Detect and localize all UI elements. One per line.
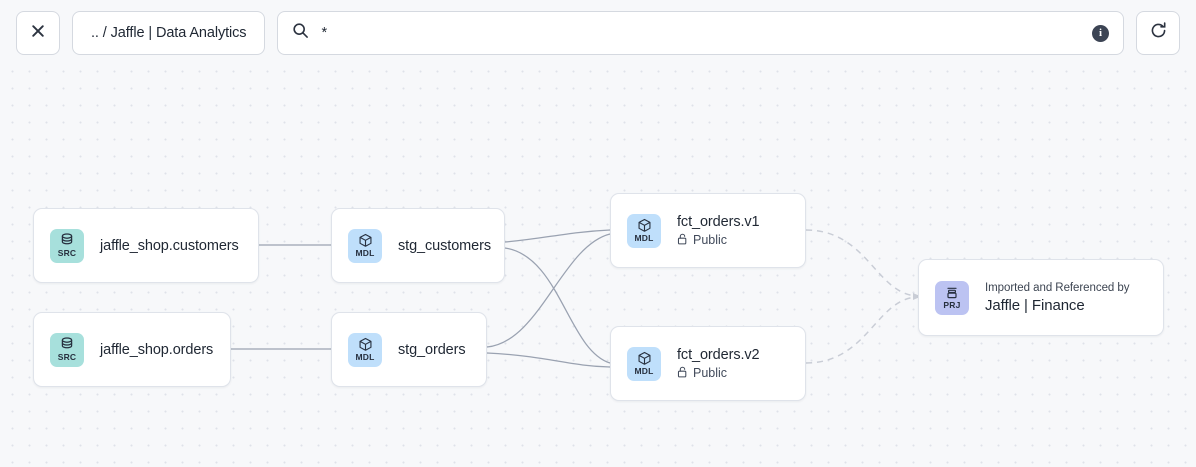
toolbar: .. / Jaffle | Data Analytics i — [0, 0, 1196, 66]
node-fct-orders-v1[interactable]: MDL fct_orders.v1 Public — [610, 193, 806, 268]
node-visibility-label: Public — [693, 233, 728, 247]
badge-label: PRJ — [943, 299, 961, 310]
node-visibility: Public — [677, 233, 760, 248]
badge-label: SRC — [57, 352, 77, 362]
edge-stgc-to-v2 — [504, 247, 611, 364]
node-body: jaffle_shop.customers — [100, 238, 239, 254]
badge-label: MDL — [355, 352, 375, 362]
node-title: jaffle_shop.orders — [100, 341, 214, 358]
badge-src: SRC — [50, 228, 84, 263]
close-icon — [30, 23, 46, 44]
breadcrumb[interactable]: .. / Jaffle | Data Analytics — [72, 11, 266, 55]
node-body: stg_orders — [398, 342, 466, 358]
node-title: Jaffle | Finance — [985, 296, 1085, 314]
info-icon[interactable]: i — [1092, 24, 1109, 42]
edge-v1-to-project — [805, 229, 919, 297]
edge-v2-to-project — [805, 296, 919, 364]
edge-stgo-to-v1 — [486, 233, 611, 348]
node-kicker: Imported and Referenced by — [985, 281, 1130, 294]
database-icon — [60, 233, 74, 248]
node-jaffle-finance-project[interactable]: PRJ Imported and Referenced by Jaffle | … — [918, 259, 1164, 336]
project-icon — [945, 286, 959, 300]
search-bar[interactable]: i — [277, 11, 1124, 55]
database-icon — [60, 337, 74, 352]
badge-label: MDL — [634, 366, 654, 376]
cube-icon — [358, 337, 373, 352]
badge-mdl: MDL — [348, 228, 382, 263]
node-title: jaffle_shop.customers — [100, 237, 239, 254]
badge-mdl: MDL — [627, 346, 661, 381]
badge-mdl: MDL — [348, 332, 382, 367]
node-body: Imported and Referenced by Jaffle | Fina… — [985, 281, 1130, 314]
refresh-button[interactable] — [1136, 11, 1180, 55]
cube-icon — [637, 218, 652, 233]
node-visibility-label: Public — [693, 366, 728, 380]
badge-prj: PRJ — [935, 280, 969, 315]
refresh-icon — [1149, 21, 1168, 45]
graph-canvas[interactable]: SRC jaffle_shop.customers SRC jaffle_sh — [0, 60, 1196, 467]
node-body: fct_orders.v2 Public — [677, 347, 760, 381]
node-stg-customers[interactable]: MDL stg_customers — [331, 208, 505, 283]
unlock-icon — [677, 233, 688, 248]
edge-stgc-to-v1 — [504, 229, 611, 243]
badge-src: SRC — [50, 332, 84, 367]
search-icon — [292, 22, 309, 44]
search-input[interactable] — [321, 12, 1080, 54]
node-jaffle-shop-customers[interactable]: SRC jaffle_shop.customers — [33, 208, 259, 283]
node-body: stg_customers — [398, 237, 491, 254]
node-body: jaffle_shop.orders — [100, 342, 213, 358]
node-title: fct_orders.v2 — [677, 346, 760, 363]
cube-icon — [637, 351, 652, 366]
node-title: stg_customers — [398, 237, 491, 254]
badge-label: SRC — [57, 248, 77, 258]
node-stg-orders[interactable]: MDL stg_orders — [331, 312, 487, 387]
node-fct-orders-v2[interactable]: MDL fct_orders.v2 Public — [610, 326, 806, 401]
close-button[interactable] — [16, 11, 60, 55]
node-visibility: Public — [677, 366, 760, 381]
badge-mdl: MDL — [627, 213, 661, 248]
node-jaffle-shop-orders[interactable]: SRC jaffle_shop.orders — [33, 312, 231, 387]
badge-label: MDL — [355, 248, 375, 258]
edge-stgo-to-v2 — [486, 352, 611, 368]
badge-label: MDL — [634, 233, 654, 243]
cube-icon — [358, 233, 373, 248]
node-body: fct_orders.v1 Public — [677, 214, 760, 248]
node-title: stg_orders — [398, 341, 466, 358]
unlock-icon — [677, 366, 688, 381]
node-title: fct_orders.v1 — [677, 213, 760, 230]
